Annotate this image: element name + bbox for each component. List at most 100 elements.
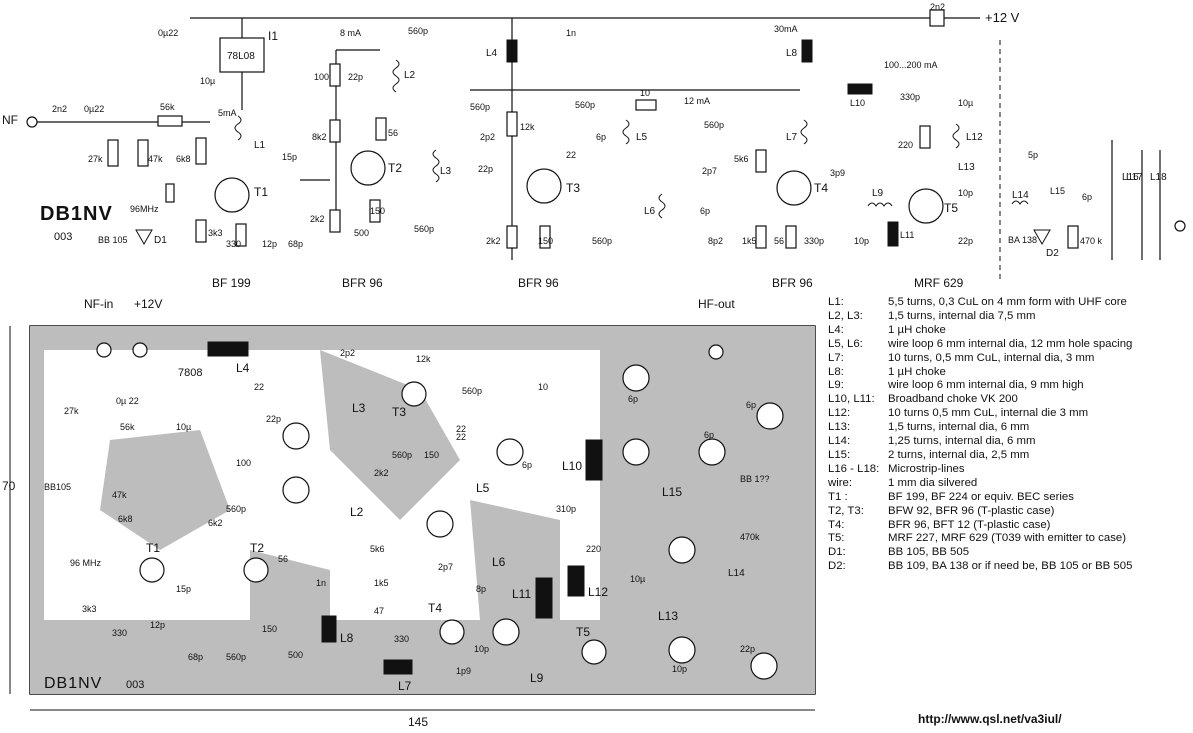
legend-text: BB 109, BA 138 or if need be, BB 105 or … [888, 560, 1133, 573]
c-1n-label: 1n [566, 28, 576, 38]
nf-in-label: NF-in [84, 297, 113, 311]
l16-label: L16 [1122, 172, 1139, 183]
r-470k-label: 470 k [1080, 236, 1103, 246]
c-68p-label: 68p [288, 239, 303, 249]
coil-l6 [658, 193, 666, 219]
legend-key: T2, T3: [828, 504, 864, 517]
legend-key: T5: [828, 532, 845, 545]
pcb-t4-label: T4 [428, 601, 442, 615]
r-56-t4 [785, 225, 797, 249]
d2-ref-label: D2 [1046, 248, 1059, 259]
r-10-label: 10 [640, 88, 650, 98]
legend-row: L13:1,5 turns, internal dia, 6 mm [828, 421, 1190, 435]
pcb-c2p7-label: 2p7 [438, 562, 453, 572]
pcb-r10-label: 10 [538, 382, 548, 392]
r-56-label: 56 [388, 128, 398, 138]
schematic-callsign: DB1NV [40, 203, 113, 225]
pcb-choke-l4 [207, 341, 249, 357]
source-url: http://www.qsl.net/va3iul/ [918, 712, 1062, 726]
legend-row: T5:MRF 227, MRF 629 (T039 with emitter t… [828, 532, 1190, 546]
pcb-r6k8-label: 6k8 [118, 514, 133, 524]
parts-legend: L1:5,5 turns, 0,3 CuL on 4 mm form with … [828, 296, 1190, 574]
pcb-7808-label: 7808 [178, 367, 202, 379]
c-10u-label: 10µ [200, 76, 215, 86]
pcb-coil-l7 [383, 659, 413, 675]
legend-text: Broadband choke VK 200 [888, 393, 1018, 406]
pcb-c0u22-label: 0µ 22 [116, 396, 139, 406]
t3-part-label: BFR 96 [518, 276, 559, 290]
c-560p-t3-label: 560p [592, 236, 612, 246]
r-2k2-label: 2k2 [310, 214, 325, 224]
c-560p-t4-label: 560p [704, 120, 724, 130]
legend-row: L2, L3:1,5 turns, internal dia 7,5 mm [828, 310, 1190, 324]
pcb-c5p-label: 6p [628, 394, 638, 404]
schematic-diagram: +12 V 2n2 NF 2n2 0µ22 56k 27k 47k 6k8 96… [2, 2, 1186, 290]
width-dim-label: 145 [408, 715, 428, 729]
pcb-c310-label: 310p [556, 504, 576, 514]
pcb-trimmer-10 [668, 536, 696, 564]
c-330p-t4-label: 330p [804, 236, 824, 246]
legend-text: BB 105, BB 505 [888, 546, 970, 559]
c-6p-out-label: 6p [1082, 192, 1092, 202]
coil-l3 [432, 149, 440, 183]
nf-input-label: NF [2, 113, 18, 127]
c-6p-l6-label: 6p [700, 206, 710, 216]
coil-l7 [800, 119, 808, 145]
pcb-t1-label: T1 [146, 541, 160, 555]
pcb-bb105-label: BB105 [44, 482, 71, 492]
pcb-c22p-label: 22p [266, 414, 281, 424]
pcb-r47k-label: 47k [112, 490, 127, 500]
cap-supply-label: 2n2 [930, 2, 945, 12]
c-6p-label: 6p [596, 132, 606, 142]
legend-key: L14: [828, 435, 851, 448]
legend-row: L5, L6:wire loop 6 mm internal dia, 12 m… [828, 338, 1190, 352]
pcb-r1k5-label: 1k5 [374, 578, 389, 588]
legend-text: Microstrip-lines [888, 462, 965, 475]
c-5p-label: 5p [1028, 150, 1038, 160]
coil-l9 [867, 202, 893, 207]
pcb-c560-label: 560p [226, 504, 246, 514]
pcb-c10u-label: 10µ [176, 422, 191, 432]
legend-key: D1: [828, 546, 846, 559]
legend-row: wire:1 mm dia silvered [828, 477, 1190, 491]
pcb-l2-label: L2 [350, 505, 364, 519]
c-10p-t5-label: 10p [958, 188, 973, 198]
legend-row: L7:10 turns, 0,5 mm CuL, internal dia, 3… [828, 352, 1190, 366]
transistor-t2 [350, 150, 386, 186]
legend-key: T4: [828, 518, 845, 531]
pcb-trimmer-1 [282, 422, 310, 450]
legend-text: 10 turns, 0,5 mm CuL, internal dia, 3 mm [888, 351, 1095, 364]
r-56-t4-label: 56 [774, 236, 784, 246]
legend-row: L10, L11:Broadband choke VK 200 [828, 393, 1190, 407]
pcb-r47-label: 47 [374, 606, 384, 616]
l12-label: L12 [966, 132, 983, 143]
coil-l5 [622, 119, 630, 145]
t4-part-label: BFR 96 [772, 276, 813, 290]
current-5ma: 5mA [218, 108, 237, 118]
pcb-trimmer-6 [622, 364, 650, 392]
r-150-t3 [539, 225, 551, 249]
pcb-l11-label: L11 [512, 587, 531, 601]
pcb-r22b-label: 22 [456, 432, 466, 442]
pcb-l12-label: L12 [588, 585, 608, 599]
r-5k6 [755, 149, 767, 173]
legend-text: 10 turns 0,5 mm CuL, internal die 3 mm [888, 407, 1089, 420]
c-12p-label: 12p [262, 239, 277, 249]
r-220 [919, 125, 931, 149]
legend-row: D2:BB 109, BA 138 or if need be, BB 105 … [828, 560, 1190, 574]
legend-row: D1: BB 105, BB 505 [828, 546, 1190, 560]
pcb-r12k-label: 12k [416, 354, 431, 364]
r-2k2-t3 [506, 225, 518, 249]
current-30ma: 30mA [774, 24, 798, 34]
r-47k-label: 47k [148, 154, 163, 164]
legend-row: L15:2 turns, internal dia, 2,5 mm [828, 449, 1190, 463]
pcb-supply-label: +12V [134, 297, 162, 311]
c-10u-t5-label: 10µ [958, 98, 973, 108]
d2-part-label: BA 138 [1008, 235, 1037, 245]
pcb-l5-label: L5 [476, 481, 490, 495]
t2-ref-label: T2 [388, 161, 402, 175]
r-6k8 [195, 137, 207, 165]
r-12k [506, 111, 518, 137]
pcb-transistor-t2 [243, 557, 269, 583]
hf-output-jack [1174, 220, 1186, 232]
